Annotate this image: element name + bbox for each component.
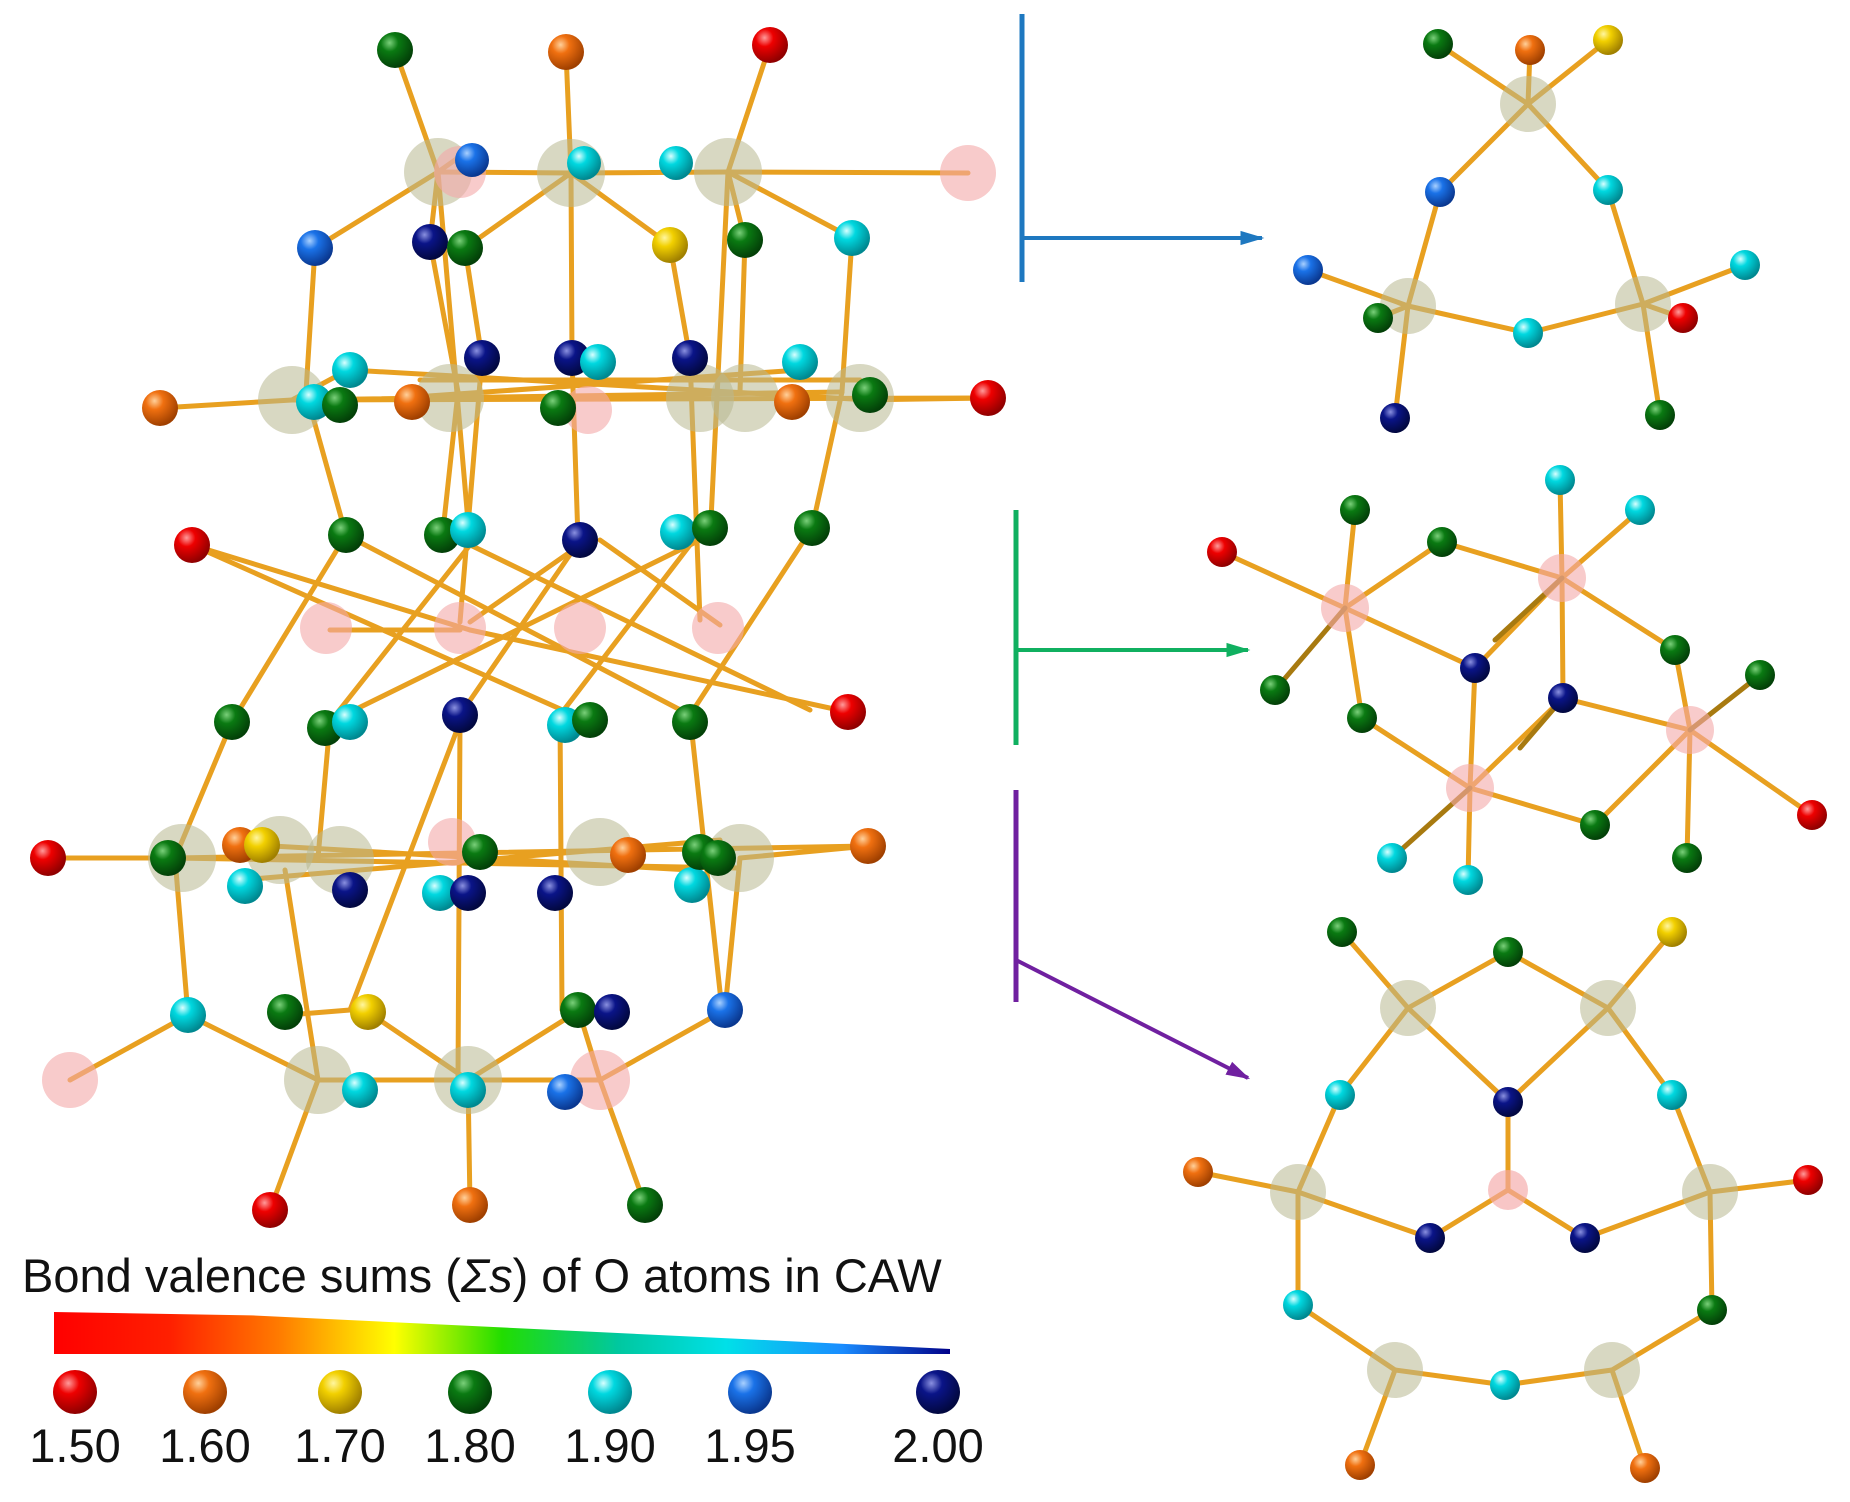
arrow-bottom [1013,790,1251,1080]
legend-value-label: 1.90 [564,1419,656,1472]
legend-title-symbol: Σs [460,1249,513,1302]
legend-value-label: 1.80 [424,1419,516,1472]
legend-value-label: 1.60 [159,1419,251,1472]
main-bonds [45,42,991,1213]
bottom-ring-fragment [1183,917,1823,1483]
legend-sphere-2 [318,1370,362,1414]
legend-sphere-1 [183,1370,227,1414]
main-oxygen-atoms [30,27,1006,1228]
legend-title-suffix: ) of O atoms in CAW [512,1249,942,1302]
arrow-middle [1013,510,1251,745]
legend-spheres [53,1370,960,1414]
legend-sphere-6 [916,1370,960,1414]
main-cluster [30,27,1006,1228]
legend-value-label: 2.00 [892,1419,984,1472]
legend-sphere-5 [728,1370,772,1414]
legend-sphere-4 [588,1370,632,1414]
legend-value-label: 1.95 [704,1419,796,1472]
top-ring-fragment [1293,25,1760,433]
legend-sphere-3 [448,1370,492,1414]
arrow-top [1019,14,1265,282]
middle-layer-fragment [1207,465,1827,895]
legend-sphere-0 [53,1370,97,1414]
legend-title-prefix: Bond valence sums ( [22,1249,461,1302]
legend-value-label: 1.50 [29,1419,121,1472]
legend-value-label: 1.70 [294,1419,386,1472]
legend-title: Bond valence sums (Σs) of O atoms in CAW [22,1248,942,1303]
